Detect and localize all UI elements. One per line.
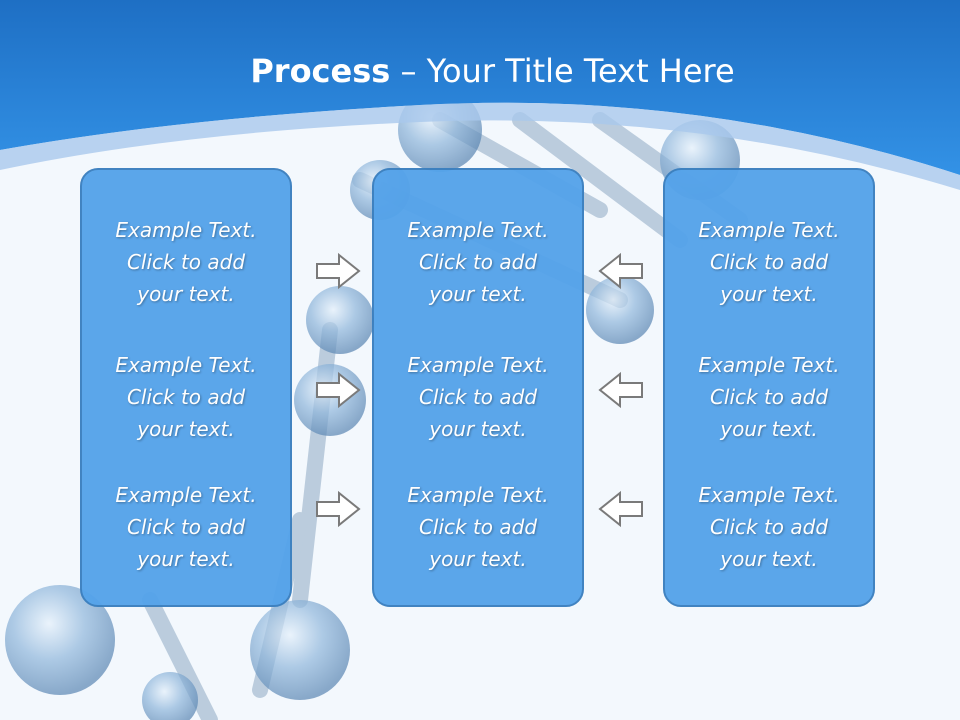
text-line: Example Text. — [698, 483, 840, 507]
text-line: your text. — [720, 547, 818, 571]
text-block[interactable]: Example Text. Click to add your text. — [82, 479, 290, 575]
text-line: Example Text. — [115, 218, 257, 242]
title-rest: – Your Title Text Here — [390, 52, 735, 90]
slide-title: Process – Your Title Text Here — [0, 52, 960, 90]
text-line: Example Text. — [698, 218, 840, 242]
left-arrow-icon — [598, 490, 643, 528]
text-line: Click to add — [126, 385, 246, 409]
text-line: your text. — [429, 547, 527, 571]
right-arrow-icon — [316, 490, 361, 528]
text-block[interactable]: Example Text. Click to add your text. — [374, 349, 582, 445]
text-line: Example Text. — [407, 483, 549, 507]
left-arrow-icon — [598, 371, 643, 409]
text-line: Click to add — [418, 385, 538, 409]
text-block[interactable]: Example Text. Click to add your text. — [82, 214, 290, 310]
text-line: your text. — [137, 417, 235, 441]
text-line: your text. — [137, 547, 235, 571]
text-line: your text. — [137, 282, 235, 306]
right-arrow-icon — [316, 252, 361, 290]
text-line: Example Text. — [115, 353, 257, 377]
text-line: Example Text. — [115, 483, 257, 507]
text-line: your text. — [720, 417, 818, 441]
text-block[interactable]: Example Text. Click to add your text. — [665, 479, 873, 575]
text-line: Example Text. — [698, 353, 840, 377]
text-block[interactable]: Example Text. Click to add your text. — [82, 349, 290, 445]
right-arrow-icon — [316, 371, 361, 409]
text-block[interactable]: Example Text. Click to add your text. — [665, 214, 873, 310]
text-line: Click to add — [126, 250, 246, 274]
text-line: Click to add — [709, 250, 829, 274]
text-line: your text. — [720, 282, 818, 306]
text-line: Click to add — [126, 515, 246, 539]
left-arrow-icon — [598, 252, 643, 290]
text-line: Example Text. — [407, 353, 549, 377]
process-column-right[interactable]: Example Text. Click to add your text. Ex… — [663, 168, 875, 607]
title-bold: Process — [250, 52, 391, 90]
text-line: your text. — [429, 282, 527, 306]
text-line: Click to add — [709, 515, 829, 539]
text-block[interactable]: Example Text. Click to add your text. — [665, 349, 873, 445]
process-column-left[interactable]: Example Text. Click to add your text. Ex… — [80, 168, 292, 607]
text-line: Click to add — [709, 385, 829, 409]
text-block[interactable]: Example Text. Click to add your text. — [374, 214, 582, 310]
text-line: your text. — [429, 417, 527, 441]
text-line: Example Text. — [407, 218, 549, 242]
text-block[interactable]: Example Text. Click to add your text. — [374, 479, 582, 575]
process-column-center[interactable]: Example Text. Click to add your text. Ex… — [372, 168, 584, 607]
text-line: Click to add — [418, 515, 538, 539]
text-line: Click to add — [418, 250, 538, 274]
